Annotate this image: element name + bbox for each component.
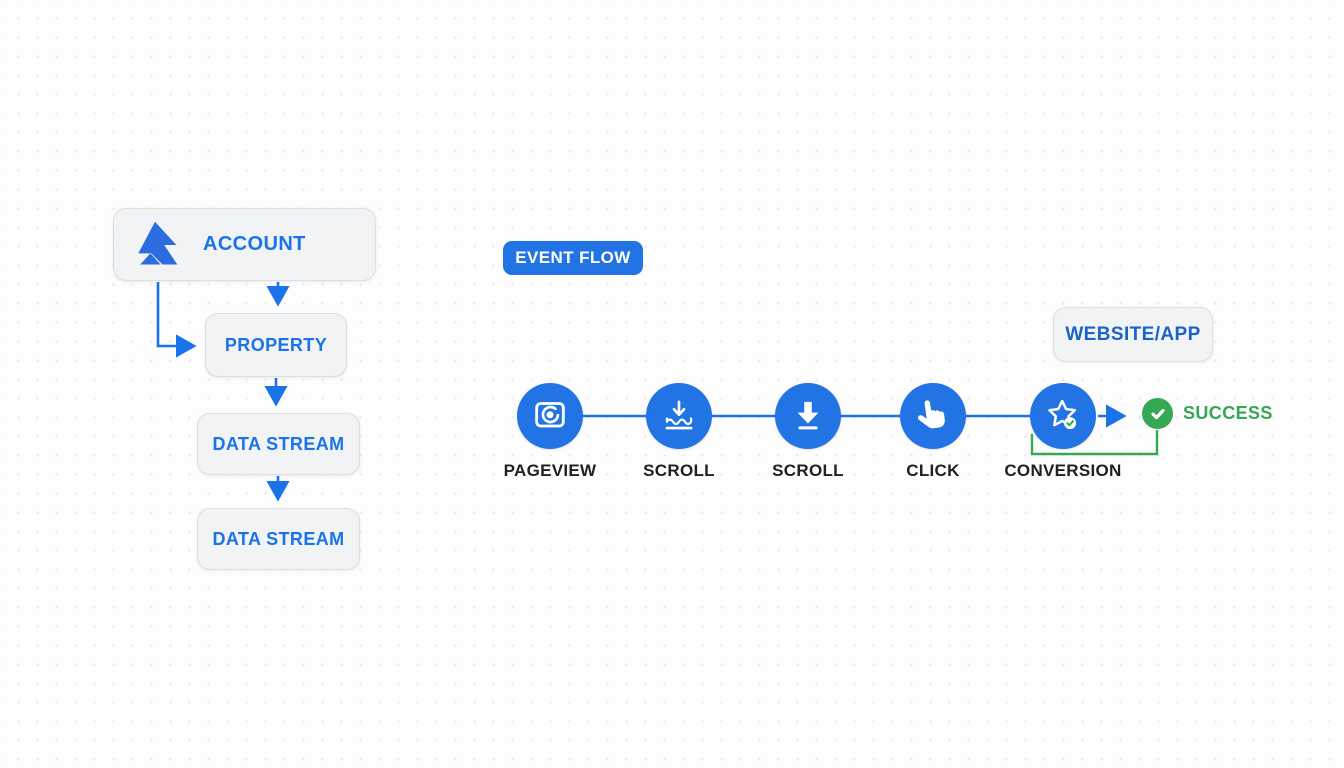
click-hand-icon [917, 400, 945, 429]
data-stream-label-2: DATA STREAM [212, 528, 345, 549]
website-app-label: WEBSITE/APP [1065, 323, 1201, 345]
arrow-account-to-property-side [156, 282, 197, 358]
click-circle [900, 383, 966, 449]
scroll-circle-1 [646, 383, 712, 449]
data-stream-node-2: DATA STREAM [197, 508, 360, 570]
property-node: PROPERTY [205, 313, 347, 377]
data-stream-node-1: DATA STREAM [197, 413, 360, 475]
scroll-label-1: SCROLL [643, 461, 715, 480]
event-step-click: CLICK [871, 383, 995, 481]
success-label: SUCCESS [1183, 403, 1273, 423]
data-stream-label-1: DATA STREAM [212, 433, 345, 454]
scroll-down-arrow-icon [797, 401, 819, 430]
conversion-star-check-icon [1048, 399, 1077, 430]
pageview-eye-icon [535, 402, 565, 428]
scroll-wave-icon [665, 400, 693, 430]
click-label: CLICK [906, 461, 960, 480]
scroll-label-2: SCROLL [772, 461, 844, 480]
success-check-icon [1150, 408, 1165, 419]
property-label: PROPERTY [224, 334, 328, 355]
conversion-circle [1030, 383, 1096, 449]
website-app-node: WEBSITE/APP [1053, 307, 1213, 362]
conversion-label: CONVERSION [1004, 461, 1122, 480]
account-label: ACCOUNT [203, 233, 306, 255]
success-circle [1142, 398, 1173, 429]
pageview-circle [517, 383, 583, 449]
event-step-scroll-2: SCROLL [746, 383, 870, 481]
account-node: ACCOUNT [113, 208, 376, 281]
success-node: SUCCESS [1142, 398, 1273, 429]
event-step-pageview: PAGEVIEW [488, 383, 612, 481]
pageview-label: PAGEVIEW [503, 461, 597, 480]
analytics-logo-icon [138, 221, 178, 264]
event-flow-badge-label: EVENT FLOW [515, 248, 631, 267]
scroll-circle-2 [775, 383, 841, 449]
event-step-scroll-1: SCROLL [617, 383, 741, 481]
success-bracket-line [1030, 430, 1159, 456]
event-flow-badge: EVENT FLOW [503, 241, 643, 275]
event-step-conversion: CONVERSION [1001, 383, 1125, 481]
